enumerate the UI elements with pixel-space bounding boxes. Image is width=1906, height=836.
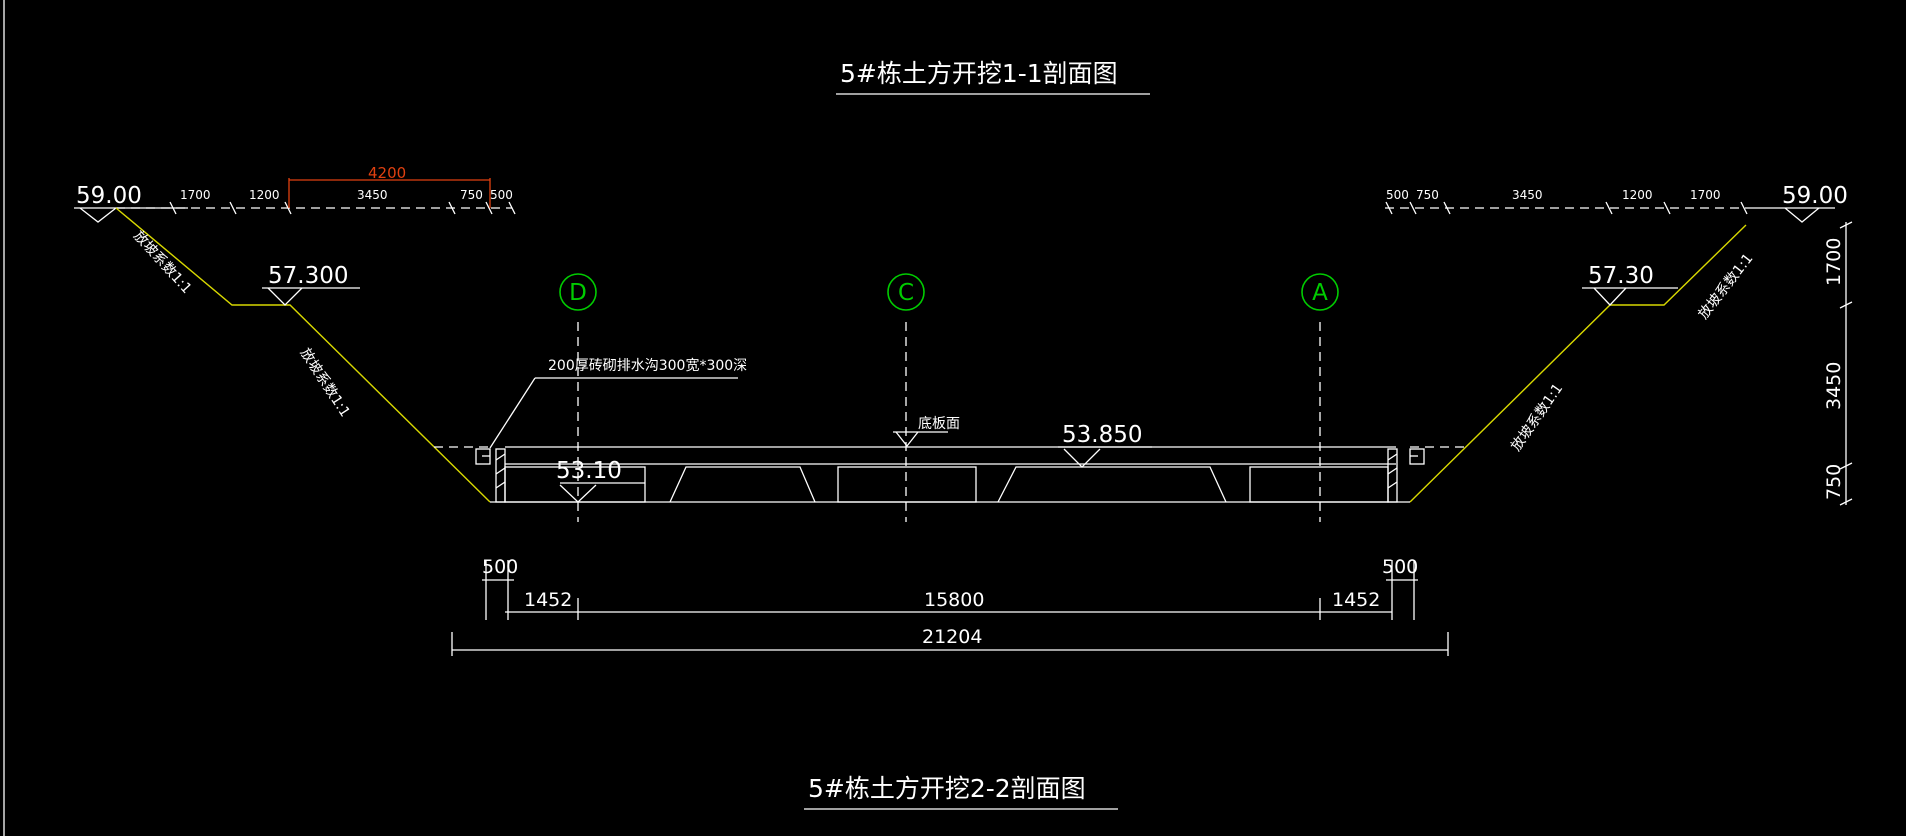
section-2-2-title: 5#栋土方开挖2-2剖面图 <box>808 774 1086 803</box>
drain-ditch-note: 200厚砖砌排水沟300宽*300深 <box>548 357 747 374</box>
axis-c <box>887 273 925 522</box>
right-upper-slope-label: 放坡系数1:1 <box>1696 251 1757 323</box>
bottom-dim-seg-left: 1452 <box>524 589 572 611</box>
top-left-dim-4: 500 <box>490 188 513 202</box>
bottom-dim-total: 21204 <box>922 626 982 648</box>
top-left-dim-2: 3450 <box>357 188 388 202</box>
bottom-face-marker <box>895 431 919 448</box>
axis-label-c: C <box>898 280 914 306</box>
top-left-dim-1: 1200 <box>249 188 280 202</box>
axis-d <box>559 273 597 522</box>
elevation-top-right: 59.00 <box>1782 183 1848 209</box>
top-right-dim-3: 1200 <box>1622 188 1653 202</box>
left-lower-slope-label: 放坡系数1:1 <box>297 345 353 420</box>
section-1-1-title: 5#栋土方开挖1-1剖面图 <box>840 59 1118 88</box>
top-right-dim-4: 1700 <box>1690 188 1721 202</box>
right-vertical-dim-2: 750 <box>1823 464 1845 500</box>
bottom-dim-seg-mid: 15800 <box>924 589 984 611</box>
foundation-pile-caps <box>504 466 1389 503</box>
right-vertical-dim-0: 1700 <box>1823 238 1845 286</box>
elevation-top-left-marker <box>79 207 117 223</box>
top-left-dimension-ticks <box>169 201 516 215</box>
drain-ditch-left <box>475 448 506 503</box>
left-slope-profile <box>115 207 491 503</box>
red-dimension-label: 4200 <box>368 164 406 182</box>
elevation-mid-marker <box>1063 448 1101 468</box>
top-left-dim-0: 1700 <box>180 188 211 202</box>
elevation-pit-bottom-mid: 53.850 <box>1062 422 1142 448</box>
elevation-berm-left: 57.300 <box>268 263 348 289</box>
right-slope-profile <box>1409 224 1747 503</box>
elevation-berm-right: 57.30 <box>1588 263 1654 289</box>
right-lower-slope-label: 放坡系数1:1 <box>1508 381 1566 455</box>
bottom-dim-edge-right: 500 <box>1382 556 1418 578</box>
elevation-berm-right-marker <box>1593 287 1627 306</box>
right-vertical-dim-ticks <box>1839 221 1853 506</box>
bottom-dim-seg-right: 1452 <box>1332 589 1380 611</box>
left-upper-slope-label: 放坡系数1:1 <box>130 228 194 297</box>
top-right-dimension-ticks <box>1385 201 1748 215</box>
top-right-dim-1: 750 <box>1416 188 1439 202</box>
axis-label-d: D <box>569 280 587 306</box>
right-vertical-dim-1: 3450 <box>1823 362 1845 410</box>
top-left-dim-3: 750 <box>460 188 483 202</box>
elevation-berm-left-marker <box>267 287 303 306</box>
top-right-dim-0: 500 <box>1386 188 1409 202</box>
elevation-pit-bottom-left: 53.10 <box>556 458 622 484</box>
axis-a <box>1301 273 1339 522</box>
elevation-top-right-marker <box>1784 207 1820 223</box>
bottom-face-note: 底板面 <box>918 416 960 432</box>
bottom-dim-edge-left: 500 <box>482 556 518 578</box>
axis-label-a: A <box>1312 280 1328 306</box>
elevation-top-left: 59.00 <box>76 183 142 209</box>
top-right-dim-2: 3450 <box>1512 188 1543 202</box>
